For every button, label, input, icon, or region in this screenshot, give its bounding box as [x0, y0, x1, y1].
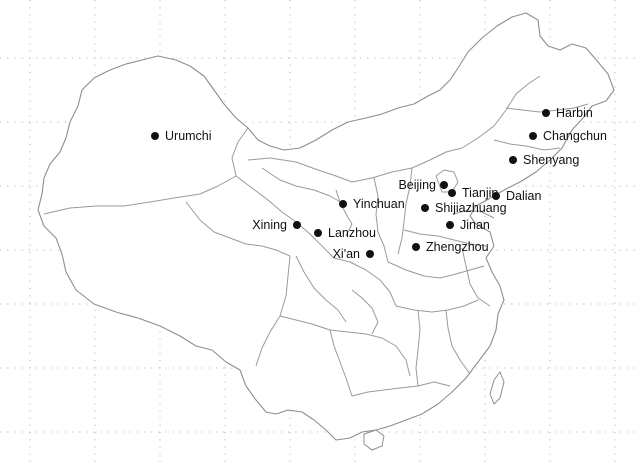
city-dot	[440, 181, 448, 189]
country-outline	[37, 12, 615, 441]
border-line	[373, 177, 389, 263]
city-label: Xining	[252, 218, 287, 232]
city-label: Tianjin	[462, 186, 498, 200]
border-line	[461, 247, 491, 307]
city-xining[interactable]: Xining	[252, 218, 301, 232]
border-line	[329, 329, 411, 377]
city-dot	[529, 132, 537, 140]
city-changchun[interactable]: Changchun	[529, 129, 607, 143]
border-line	[279, 315, 353, 397]
city-dot	[366, 250, 374, 258]
border-line	[387, 261, 485, 279]
cities: Harbin Changchun Shenyang Urumchi Beijin…	[151, 106, 607, 261]
hainan-island	[363, 429, 385, 451]
border-line	[43, 175, 237, 215]
city-label: Xi'an	[333, 247, 360, 261]
border-line	[185, 201, 291, 257]
city-dot	[446, 221, 454, 229]
city-dalian[interactable]: Dalian	[492, 189, 541, 203]
city-dot	[412, 243, 420, 251]
city-dot	[542, 109, 550, 117]
city-label: Zhengzhou	[426, 240, 489, 254]
border-line	[351, 381, 451, 397]
province-borders	[43, 75, 589, 397]
city-lanzhou[interactable]: Lanzhou	[314, 226, 376, 240]
city-harbin[interactable]: Harbin	[542, 106, 593, 120]
city-zhengzhou[interactable]: Zhengzhou	[412, 240, 489, 254]
city-dot	[421, 204, 429, 212]
city-label: Shenyang	[523, 153, 579, 167]
city-label: Changchun	[543, 129, 607, 143]
city-label: Beijing	[398, 178, 436, 192]
border-line	[395, 299, 479, 313]
city-label: Urumchi	[165, 129, 212, 143]
city-dot	[448, 189, 456, 197]
taiwan-island	[489, 370, 505, 405]
city-label: Yinchuan	[353, 197, 405, 211]
city-yinchuan[interactable]: Yinchuan	[339, 197, 405, 211]
border-line	[295, 255, 347, 323]
border-line	[397, 167, 413, 255]
border-line	[493, 139, 561, 151]
border-line	[235, 175, 323, 247]
city-label: Jinan	[460, 218, 490, 232]
border-line	[321, 245, 397, 307]
city-dot	[339, 200, 347, 208]
city-dot	[151, 132, 159, 140]
city-dot	[492, 192, 500, 200]
border-line	[351, 289, 379, 335]
border-line	[335, 189, 353, 237]
border-line	[231, 127, 249, 177]
city-xian[interactable]: Xi'an	[333, 247, 374, 261]
border-line	[247, 75, 541, 183]
city-beijing[interactable]: Beijing	[398, 178, 448, 192]
city-shenyang[interactable]: Shenyang	[509, 153, 579, 167]
city-jinan[interactable]: Jinan	[446, 218, 490, 232]
city-dot	[509, 156, 517, 164]
city-dot	[314, 229, 322, 237]
border-line	[261, 167, 345, 205]
city-label: Shijiazhuang	[435, 201, 507, 215]
border-line	[445, 309, 471, 375]
city-urumchi[interactable]: Urumchi	[151, 129, 212, 143]
city-tianjin[interactable]: Tianjin	[448, 186, 498, 200]
city-shijiazhuang[interactable]: Shijiazhuang	[421, 201, 507, 215]
city-label: Dalian	[506, 189, 541, 203]
city-label: Harbin	[556, 106, 593, 120]
border-line	[453, 209, 495, 219]
border-line	[403, 229, 487, 247]
city-dot	[293, 221, 301, 229]
border-line	[435, 169, 459, 193]
city-label: Lanzhou	[328, 226, 376, 240]
border-line	[415, 309, 421, 387]
